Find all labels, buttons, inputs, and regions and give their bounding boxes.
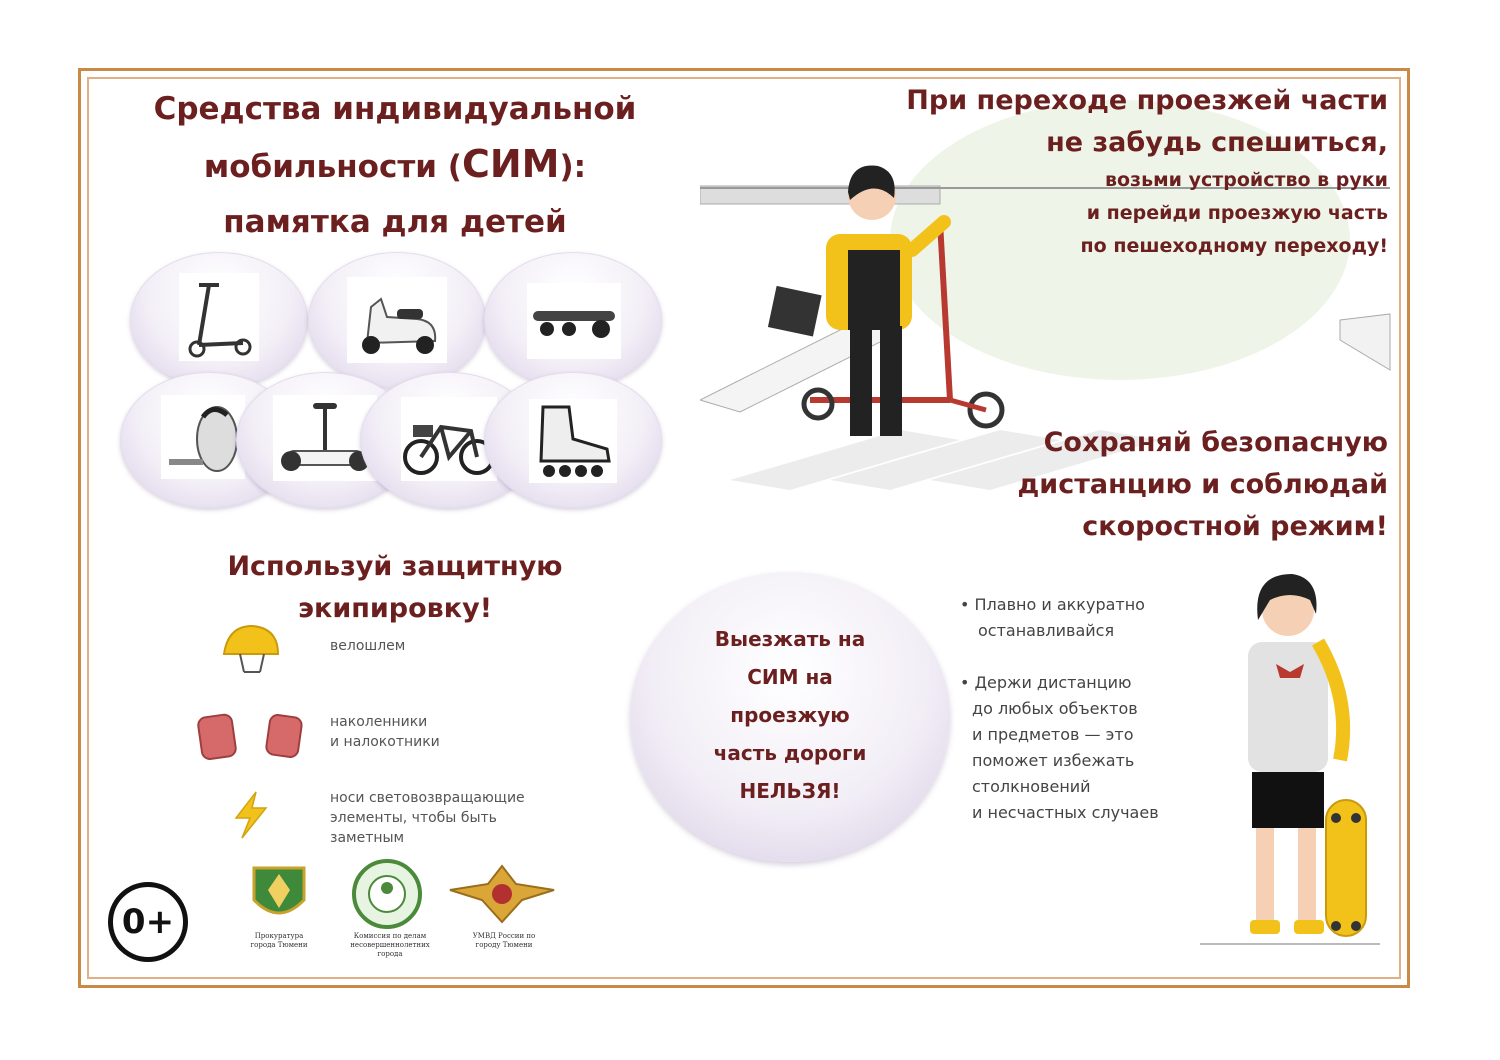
poster-frame bbox=[78, 68, 1410, 988]
segway-icon bbox=[273, 395, 377, 481]
poster-title: Средства индивидуальной мобильности (СИМ… bbox=[110, 82, 680, 250]
monowheel-icon bbox=[161, 395, 245, 479]
safety-tips: • Плавно и аккуратно останавливайся • Де… bbox=[960, 592, 1210, 826]
lightning-icon bbox=[234, 791, 268, 839]
title-line-1: Средства индивидуальной bbox=[153, 91, 637, 127]
warning-text: Выезжать на СИМ на проезжую часть дороги… bbox=[713, 627, 867, 803]
title-line-2: мобильности (СИМ): bbox=[203, 142, 587, 186]
electric-skateboard-icon bbox=[527, 283, 621, 359]
scooter-icon bbox=[179, 273, 259, 361]
boy-with-skateboard-icon bbox=[1200, 574, 1380, 945]
police-emblem-icon bbox=[449, 864, 555, 924]
vehicle-circle-rollers bbox=[484, 372, 662, 508]
helmet-icon bbox=[222, 624, 280, 673]
reflective-label: носи световозвращающие элементы, чтобы б… bbox=[330, 790, 525, 846]
title-line-3: памятка для детей bbox=[223, 204, 567, 240]
roller-skate-icon bbox=[529, 399, 617, 483]
tip-1-line-1: • Плавно и аккуратно bbox=[960, 595, 1145, 614]
knee-pads-label: наколенники и налокотники bbox=[330, 714, 440, 750]
tip-2-line-1: • Держи дистанцию bbox=[960, 673, 1132, 692]
vehicle-circle-scooter bbox=[130, 252, 308, 388]
vehicle-circle-skateboard bbox=[484, 252, 662, 388]
age-rating-badge: 0+ bbox=[108, 882, 188, 962]
girl-with-scooter-icon bbox=[767, 165, 1005, 436]
commission-emblem-icon bbox=[352, 859, 422, 929]
distance-heading: Сохраняй безопасную дистанцию и соблюдай… bbox=[1017, 427, 1388, 542]
tip-1-line-2: останавливайся bbox=[978, 621, 1115, 640]
prosecutor-emblem-icon bbox=[252, 866, 306, 915]
crosswalk-illustration bbox=[700, 100, 1391, 490]
warning-circle bbox=[630, 572, 950, 862]
knee-pads-icon bbox=[197, 713, 303, 760]
crossing-text: возьми устройство в руки и перейди проез… bbox=[1080, 169, 1388, 257]
vehicle-circle-moped bbox=[308, 252, 486, 388]
crossing-heading: При переходе проезжей части не забудь сп… bbox=[906, 85, 1388, 158]
moped-icon bbox=[347, 277, 447, 363]
electric-bike-icon bbox=[401, 397, 497, 481]
protective-heading: Используй защитную экипировку! bbox=[227, 551, 563, 624]
helmet-label: велошлем bbox=[330, 638, 406, 654]
